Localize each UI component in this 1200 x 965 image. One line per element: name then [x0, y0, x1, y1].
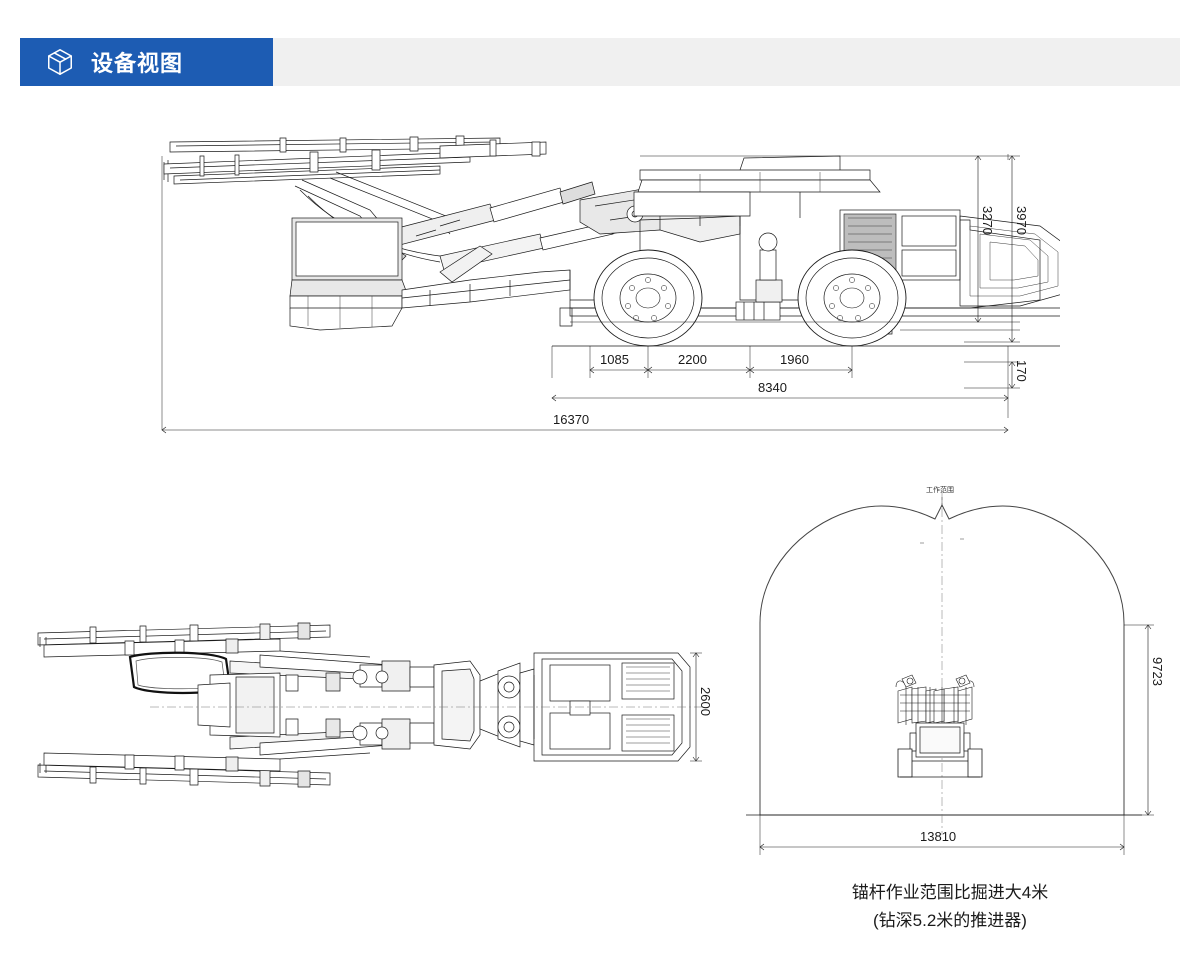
rear-wheel	[797, 249, 907, 347]
top-view-dimension-lines	[690, 652, 702, 762]
coverage-dimension-lines	[759, 624, 1154, 855]
front-view-machine	[895, 674, 983, 778]
coverage-annotation-label: 工作范围	[926, 487, 954, 494]
cube-icon	[45, 47, 75, 77]
side-elevation-svg	[161, 135, 1060, 434]
dim-8340-label: 8340	[758, 380, 787, 395]
top-machine-geometry	[37, 622, 702, 788]
side-view-dimension-lines	[161, 154, 1020, 434]
dim-2200-label: 2200	[678, 352, 707, 367]
header-tab-label: 设备视图	[91, 51, 184, 76]
coverage-caption-line2: (钻深5.2米的推进器)	[873, 911, 1027, 930]
header-tab[interactable]: 设备视图	[20, 38, 273, 86]
dim-2600-label: 2600	[698, 687, 713, 716]
coverage-envelope-svg	[746, 491, 1154, 855]
dim-13810-label: 13810	[920, 829, 957, 844]
dim-1085-label: 1085	[600, 352, 629, 367]
coverage-envelope-view: 工作范围 9723 13810	[730, 475, 1170, 875]
dim-1960-label: 1960	[780, 352, 809, 367]
dim-170-label: 170	[1014, 360, 1029, 382]
side-elevation-view: 3270 3970 170 1085 2200 1960 8340 16370	[140, 130, 1060, 460]
side-machine-geometry	[163, 135, 1060, 347]
dim-3970-label: 3970	[1014, 206, 1029, 235]
front-wheel	[593, 249, 703, 347]
dim-3270-label: 3270	[980, 206, 995, 235]
top-plan-svg	[37, 622, 702, 788]
page-header: 设备视图	[0, 0, 1200, 124]
top-plan-view: 2600	[30, 615, 713, 805]
dim-9723-label: 9723	[1150, 657, 1165, 686]
coverage-outline	[759, 503, 1125, 816]
coverage-caption-line1: 锚杆作业范围比掘进大4米	[851, 883, 1049, 902]
dim-16370-label: 16370	[553, 412, 590, 427]
